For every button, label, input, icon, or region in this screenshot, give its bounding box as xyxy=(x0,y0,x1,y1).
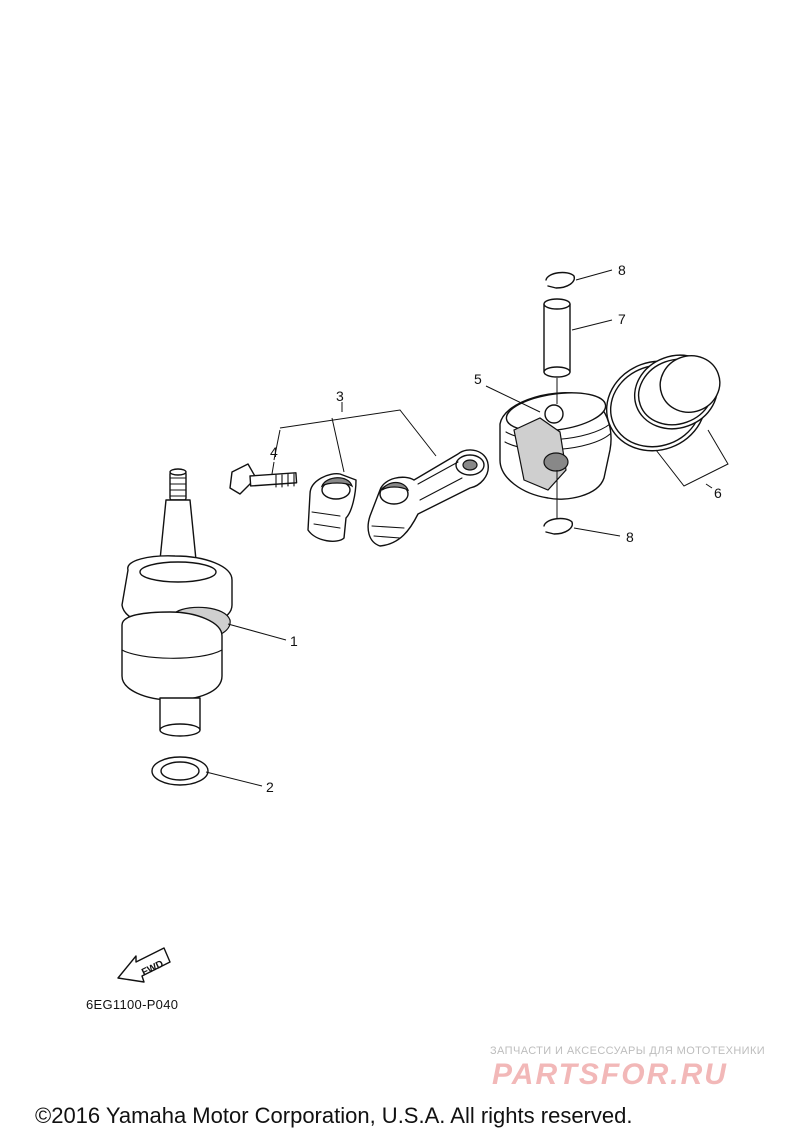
callout-8-bottom: 8 xyxy=(626,529,634,545)
callout-6: 6 xyxy=(714,485,722,501)
forward-direction-arrow: FWD xyxy=(117,947,171,983)
callout-numbers: 1 2 3 4 5 6 7 8 8 xyxy=(266,262,722,795)
piston xyxy=(499,392,612,500)
connecting-rod-bolt xyxy=(229,463,298,495)
callout-1: 1 xyxy=(290,633,298,649)
thrust-washer xyxy=(151,756,209,786)
piston-pin-clip-bottom xyxy=(543,517,573,535)
callout-5: 5 xyxy=(474,371,482,387)
piston-pin-clip-top xyxy=(545,271,575,289)
watermark-tagline: ЗАПЧАСТИ И АКСЕССУАРЫ ДЛЯ МОТОТЕХНИКИ xyxy=(490,1045,766,1057)
piston-ring-set xyxy=(605,354,721,452)
diagram-code: 6EG1100-P040 xyxy=(86,997,179,1012)
callout-7: 7 xyxy=(618,311,626,327)
callout-2: 2 xyxy=(266,779,274,795)
callout-4: 4 xyxy=(270,444,278,460)
leader-lines xyxy=(205,269,729,787)
crankshaft xyxy=(121,468,233,737)
piston-pin xyxy=(543,298,571,520)
callout-8-top: 8 xyxy=(618,262,626,278)
connecting-rod xyxy=(367,449,489,547)
watermark-logo: PARTSFOR.RU xyxy=(492,1058,728,1091)
callout-3: 3 xyxy=(336,388,344,404)
connecting-rod-cap xyxy=(307,473,357,542)
copyright-notice: ©2016 Yamaha Motor Corporation, U.S.A. A… xyxy=(35,1103,633,1128)
